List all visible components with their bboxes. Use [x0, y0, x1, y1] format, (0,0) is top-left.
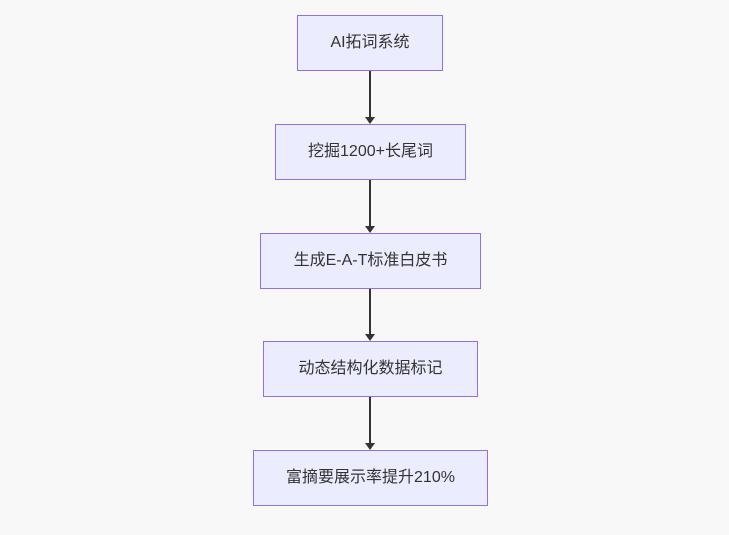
flow-node-label: 生成E-A-T标准白皮书	[293, 252, 448, 270]
flow-node-label: 动态结构化数据标记	[298, 360, 443, 378]
flow-node-label: AI拓词系统	[330, 34, 410, 52]
arrow-down-icon	[365, 226, 375, 233]
flow-edge-3	[365, 289, 375, 341]
arrow-down-icon	[365, 443, 375, 450]
arrow-down-icon	[365, 334, 375, 341]
arrow-down-icon	[365, 117, 375, 124]
arrow-line	[369, 71, 371, 117]
flow-node-label: 富摘要展示率提升210%	[286, 469, 455, 487]
flow-node-label: 挖掘1200+长尾词	[308, 143, 433, 161]
flow-node-structured-data-markup: 动态结构化数据标记	[263, 341, 478, 397]
flow-node-eat-whitepaper: 生成E-A-T标准白皮书	[260, 233, 481, 289]
arrow-line	[369, 397, 371, 443]
flow-node-longtail-keywords: 挖掘1200+长尾词	[275, 124, 466, 180]
flow-node-ai-word-expansion-system: AI拓词系统	[297, 15, 443, 71]
flow-edge-1	[365, 71, 375, 124]
arrow-line	[369, 289, 371, 334]
flow-edge-2	[365, 180, 375, 233]
flow-edge-4	[365, 397, 375, 450]
flow-node-rich-snippet-rate: 富摘要展示率提升210%	[253, 450, 488, 506]
arrow-line	[369, 180, 371, 226]
